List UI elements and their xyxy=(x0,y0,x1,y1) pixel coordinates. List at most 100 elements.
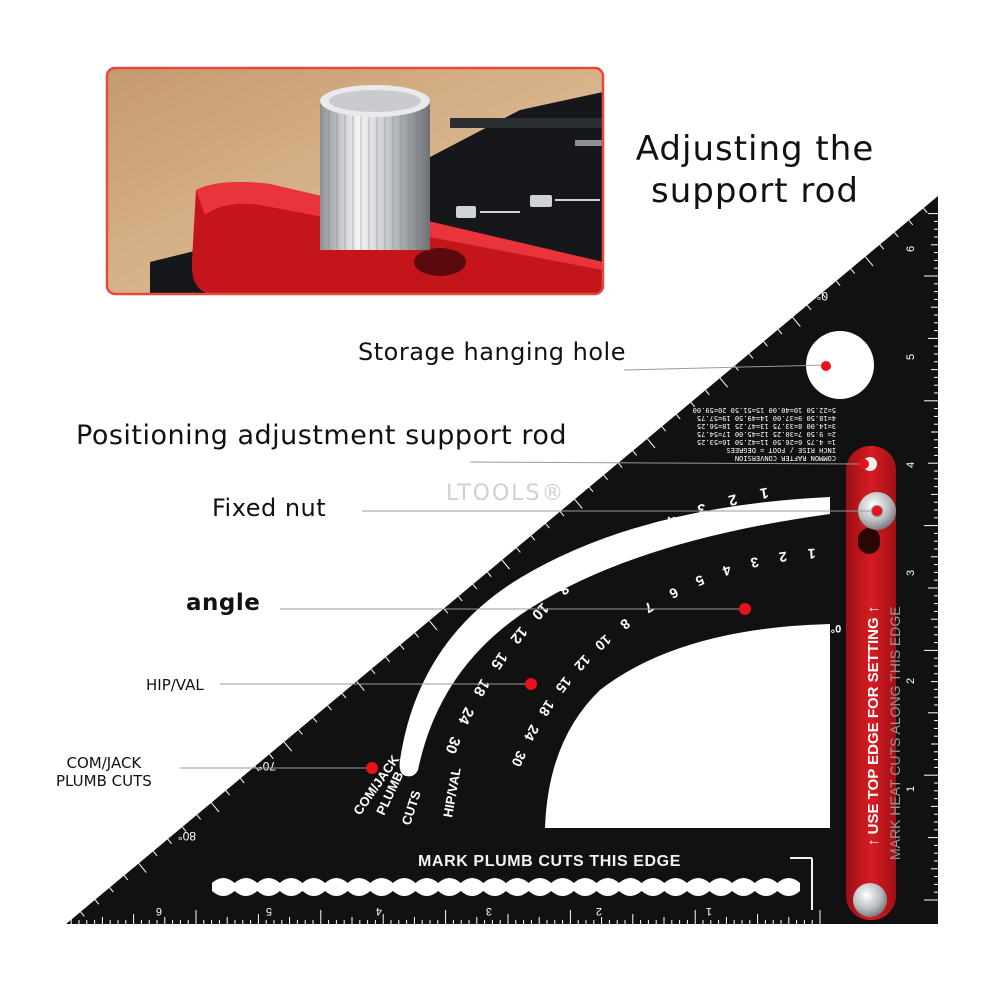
hypotenuse-tick-18 xyxy=(327,705,332,711)
hypotenuse-tick-21 xyxy=(370,668,376,675)
hypotenuse-tick-8 xyxy=(181,826,187,832)
hypotenuse-tick-2 xyxy=(94,899,100,905)
outer-scale-label-12: 24 xyxy=(454,704,477,727)
edge-label: MARK PLUMB CUTS THIS EDGE xyxy=(418,853,681,870)
outer-slot xyxy=(399,497,830,777)
brand-watermark: LTOOLS® xyxy=(446,481,566,506)
hypotenuse-tick-39 xyxy=(632,450,638,456)
inner-scale-label-1: 2 xyxy=(778,549,788,566)
hypotenuse-tick-46 xyxy=(734,365,739,371)
cutouts xyxy=(399,497,830,828)
degree-scale-label-2: 20° xyxy=(733,636,753,653)
hypotenuse-tick-48 xyxy=(763,341,768,347)
right-inch-0: 1 xyxy=(905,786,917,792)
hypotenuse-tick-38 xyxy=(617,462,623,468)
callout-dots xyxy=(366,361,882,774)
outer-scale-label-11: 18 xyxy=(470,676,493,699)
table-row-2: 1= 4.75 6=26.50 11=42.50 16=53.25 xyxy=(697,438,836,446)
edge-degree-0: 0° xyxy=(816,289,828,303)
inset-frame xyxy=(105,66,605,296)
com-jack-line-2: PLUMB CUTS xyxy=(56,772,152,790)
inset-photo xyxy=(107,68,603,294)
hypotenuse-tick-1 xyxy=(80,911,85,917)
inner-scale-label-2: 3 xyxy=(749,554,761,571)
hypotenuse-tick-11 xyxy=(225,790,231,796)
table-row-5: 4=18.50 9=37.00 14=49.50 19=57.75 xyxy=(697,414,836,422)
bottom-inch-5: 6 xyxy=(156,905,162,917)
hypotenuse-tick-22 xyxy=(385,656,390,663)
hypotenuse-tick-54 xyxy=(850,268,856,274)
outer-scale-label-0: 1 xyxy=(759,484,770,502)
hypotenuse-tick-27 xyxy=(458,596,463,602)
hypotenuse-tick-29 xyxy=(487,571,492,578)
hypotenuse-tick-51 xyxy=(806,304,812,311)
bottom-inch-4: 5 xyxy=(266,905,272,917)
hypotenuse-tick-4 xyxy=(123,875,129,881)
edge-degree-2: 80° xyxy=(178,829,196,843)
degree-scale-label-7: 70° xyxy=(572,797,589,817)
hypotenuse-tick-32 xyxy=(530,535,536,541)
heading-line-2: support rod xyxy=(651,171,859,211)
support-rod: ↑ USE TOP EDGE FOR SETTING ↑ xyxy=(846,446,896,920)
hypotenuse-tick-55 xyxy=(864,256,874,267)
quarter-window xyxy=(545,624,830,828)
edge-degree-1: 70° xyxy=(258,759,276,773)
hypotenuse-tick-16 xyxy=(298,729,303,735)
hip-val-label: HIP/VAL xyxy=(146,676,204,694)
hypotenuse-tick-59 xyxy=(923,207,928,214)
heading: Adjusting the support rod xyxy=(600,128,910,212)
hypotenuse-tick-14 xyxy=(269,753,274,760)
inner-scale-label-11: 18 xyxy=(536,697,558,719)
outer-scale-label-1: 2 xyxy=(727,490,739,509)
table-row-1: INCH RISE / FOOT = DEGREES xyxy=(726,446,836,454)
wave-slot xyxy=(212,878,800,896)
hypotenuse-tick-30 xyxy=(501,559,511,570)
bottom-inch-1: 2 xyxy=(596,905,602,917)
hypotenuse-tick-49 xyxy=(777,329,783,335)
outer-scale-label-10: 15 xyxy=(487,649,511,672)
hypotenuse-tick-5 xyxy=(138,863,147,873)
bottom-inch-2: 3 xyxy=(486,905,492,917)
hypotenuse-tick-0 xyxy=(65,923,75,934)
hypotenuse-tick-53 xyxy=(835,280,841,286)
hypotenuse-tick-20 xyxy=(356,681,365,691)
inner-scale-label-13: 30 xyxy=(508,748,529,769)
inner-scale-label-12: 24 xyxy=(521,722,543,744)
com-jack-line-1: COM/JACK xyxy=(66,754,142,772)
hypotenuse-tick-9 xyxy=(196,814,202,820)
hypotenuse-tick-15 xyxy=(283,741,293,752)
inner-scale-label-0: 1 xyxy=(807,546,816,563)
degree-scale-label-0: 0° xyxy=(831,622,842,634)
hypotenuse-tick-6 xyxy=(152,850,158,857)
table-row-4: 3=14.00 8=33.75 13=47.25 18=56.25 xyxy=(697,422,836,430)
table-row-0: COMMON RAFTER CONVERSION xyxy=(735,454,836,462)
hypotenuse-tick-40 xyxy=(646,438,656,449)
hypotenuse-tick-60 xyxy=(937,195,947,206)
side-edge-label: MARK HEAT CUTS ALONG THIS EDGE xyxy=(887,606,903,860)
right-inch-4: 5 xyxy=(905,354,917,360)
hypotenuse-tick-36 xyxy=(588,486,594,493)
hypotenuse-tick-52 xyxy=(821,292,826,299)
hypotenuse-tick-25 xyxy=(428,620,438,631)
hypotenuse-tick-7 xyxy=(167,838,172,845)
right-inch-3: 4 xyxy=(905,462,917,468)
hypotenuse-tick-23 xyxy=(399,644,405,650)
heading-line-1: Adjusting the xyxy=(635,129,875,169)
right-inch-6: 7 xyxy=(905,138,917,144)
hypotenuse-tick-47 xyxy=(748,353,754,359)
angle-label: angle xyxy=(186,590,261,616)
storage-hanging-hole xyxy=(806,331,874,399)
hypotenuse-tick-42 xyxy=(676,414,681,420)
hypotenuse-tick-10 xyxy=(210,802,220,813)
hypotenuse-tick-37 xyxy=(603,474,608,481)
rod-label: ↑ USE TOP EDGE FOR SETTING ↑ xyxy=(865,606,882,846)
hypotenuse-tick-35 xyxy=(574,499,583,509)
com-jack-label: COM/JACK PLUMB CUTS xyxy=(56,754,152,790)
hypotenuse-tick-57 xyxy=(894,232,899,238)
hypotenuse-tick-17 xyxy=(312,717,318,723)
right-inch-1: 2 xyxy=(905,678,917,684)
bottom-inch-0: 1 xyxy=(706,905,712,917)
hypotenuse-tick-28 xyxy=(472,583,478,590)
